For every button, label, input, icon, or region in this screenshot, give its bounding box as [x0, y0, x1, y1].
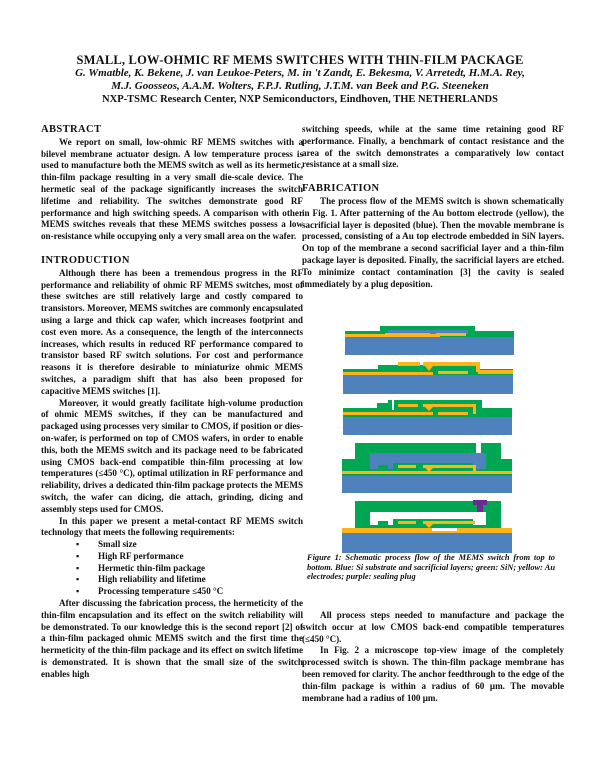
left-column: ABSTRACT We report on small, low-ohmic R… — [41, 124, 303, 681]
title-block: SMALL, LOW-OHMIC RF MEMS SWITCHES WITH T… — [40, 54, 560, 106]
intro-paragraph-2: Moreover, it would greatly facilitate hi… — [41, 397, 303, 514]
abstract-text: We report on small, low-ohmic RF MEMS sw… — [41, 136, 303, 242]
right-column-lower: All process steps needed to manufacture … — [302, 610, 564, 704]
requirement-item: High RF performance — [76, 551, 303, 563]
fabrication-heading: FABRICATION — [302, 183, 380, 195]
introduction-heading: INTRODUCTION — [41, 254, 130, 266]
intro-paragraph-3: In this paper we present a metal-contact… — [41, 515, 303, 538]
requirement-item: Hermetic thin-film package — [76, 563, 303, 575]
authors-line-1: G. Wmatble, K. Bekene, J. van Leukoe-Pet… — [75, 67, 525, 79]
figure-panel-2 — [343, 362, 513, 394]
figure-panel-5 — [342, 500, 512, 553]
fig2-paragraph: In Fig. 2 a microscope top-view image of… — [302, 645, 564, 703]
authors-line-2: M.J. Goosseos, A.A.M. Wolters, F.P.J. Ru… — [111, 80, 489, 92]
requirements-list: Small size High RF performance Hermetic … — [41, 539, 303, 598]
figure-panel-4 — [342, 443, 512, 493]
intro-paragraph-1: Although there has been a tremendous pro… — [41, 267, 303, 396]
abstract-heading: ABSTRACT — [41, 124, 102, 135]
requirement-item: Small size — [76, 539, 303, 551]
process-flow-figure — [300, 318, 562, 558]
fabrication-paragraph: The process flow of the MEMS switch is s… — [302, 195, 564, 289]
figure-caption: Figure 1: Schematic process flow of the … — [307, 553, 555, 582]
process-paragraph: All process steps needed to manufacture … — [302, 610, 564, 644]
paper-title: SMALL, LOW-OHMIC RF MEMS SWITCHES WITH T… — [76, 53, 524, 67]
right-column: switching speeds, while at the same time… — [302, 124, 564, 290]
intro-paragraph-4: After discussing the fabrication process… — [41, 598, 303, 679]
figure-panel-3 — [343, 400, 512, 435]
requirement-item: High reliability and lifetime — [76, 574, 303, 586]
affiliation: NXP-TSMC Research Center, NXP Semiconduc… — [102, 94, 498, 105]
continuation-paragraph: switching speeds, while at the same time… — [302, 124, 564, 170]
requirement-item: Processing temperature ≤450 °C — [76, 586, 303, 598]
figure-panel-1 — [345, 326, 514, 355]
